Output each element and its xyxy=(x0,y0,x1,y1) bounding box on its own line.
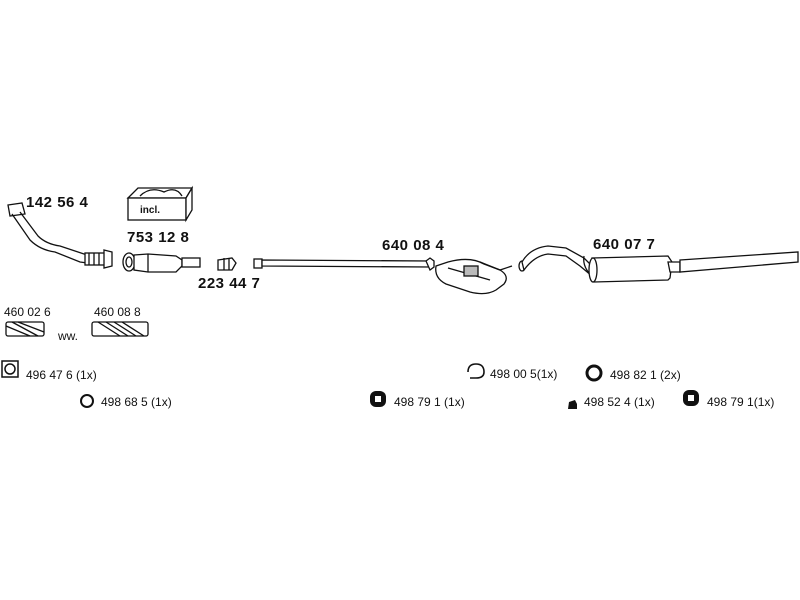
ring-gasket-icon xyxy=(80,394,94,408)
square-gasket-icon xyxy=(1,360,19,378)
rubber-mount-rear-icon xyxy=(683,390,699,406)
part-number-square-gasket: 496 47 6 (1x) xyxy=(26,368,97,382)
ww-label: ww. xyxy=(58,329,79,343)
part-number-rear-silencer: 640 07 7 xyxy=(593,236,656,253)
part-number-ring-gasket: 498 68 5 (1x) xyxy=(101,395,172,409)
hanger-ring-b-icon xyxy=(585,364,603,382)
front-pipe-drawing xyxy=(7,202,113,269)
part-number-front-pipe: 142 56 4 xyxy=(26,194,89,211)
part-number-middle-silencer: 640 08 4 xyxy=(382,237,445,254)
part-number-catalyst-kit: 753 12 8 xyxy=(127,229,190,246)
part-number-hanger-ring-b: 498 82 1 (2x) xyxy=(610,368,681,382)
rear-silencer-drawing xyxy=(518,245,799,283)
hanger-ring-a-icon xyxy=(467,363,485,379)
part-number-buffer: 498 52 4 (1x) xyxy=(584,395,655,409)
middle-pipe-drawing xyxy=(253,257,435,272)
part-number-rubber-mount-mid: 498 79 1 (1x) xyxy=(394,395,465,409)
flex-pipe-b-drawing xyxy=(91,321,149,337)
part-number-flex-pipe-a: 460 02 6 xyxy=(4,305,51,319)
middle-silencer-drawing xyxy=(435,258,513,295)
part-number-flex-pipe-b: 460 08 8 xyxy=(94,305,141,319)
incl-label: incl. xyxy=(140,205,161,216)
rubber-mount-mid-icon xyxy=(370,391,386,407)
catalyst-kit-box-drawing xyxy=(126,185,194,223)
flex-pipe-a-drawing xyxy=(5,321,45,337)
buffer-icon xyxy=(568,400,577,409)
part-number-rubber-mount-rear: 498 79 1(1x) xyxy=(707,395,775,409)
part-number-clamp: 223 44 7 xyxy=(198,275,261,292)
catalytic-converter-drawing xyxy=(122,252,201,273)
part-number-hanger-ring-a: 498 00 5(1x) xyxy=(490,367,558,381)
clamp-drawing xyxy=(217,257,237,271)
